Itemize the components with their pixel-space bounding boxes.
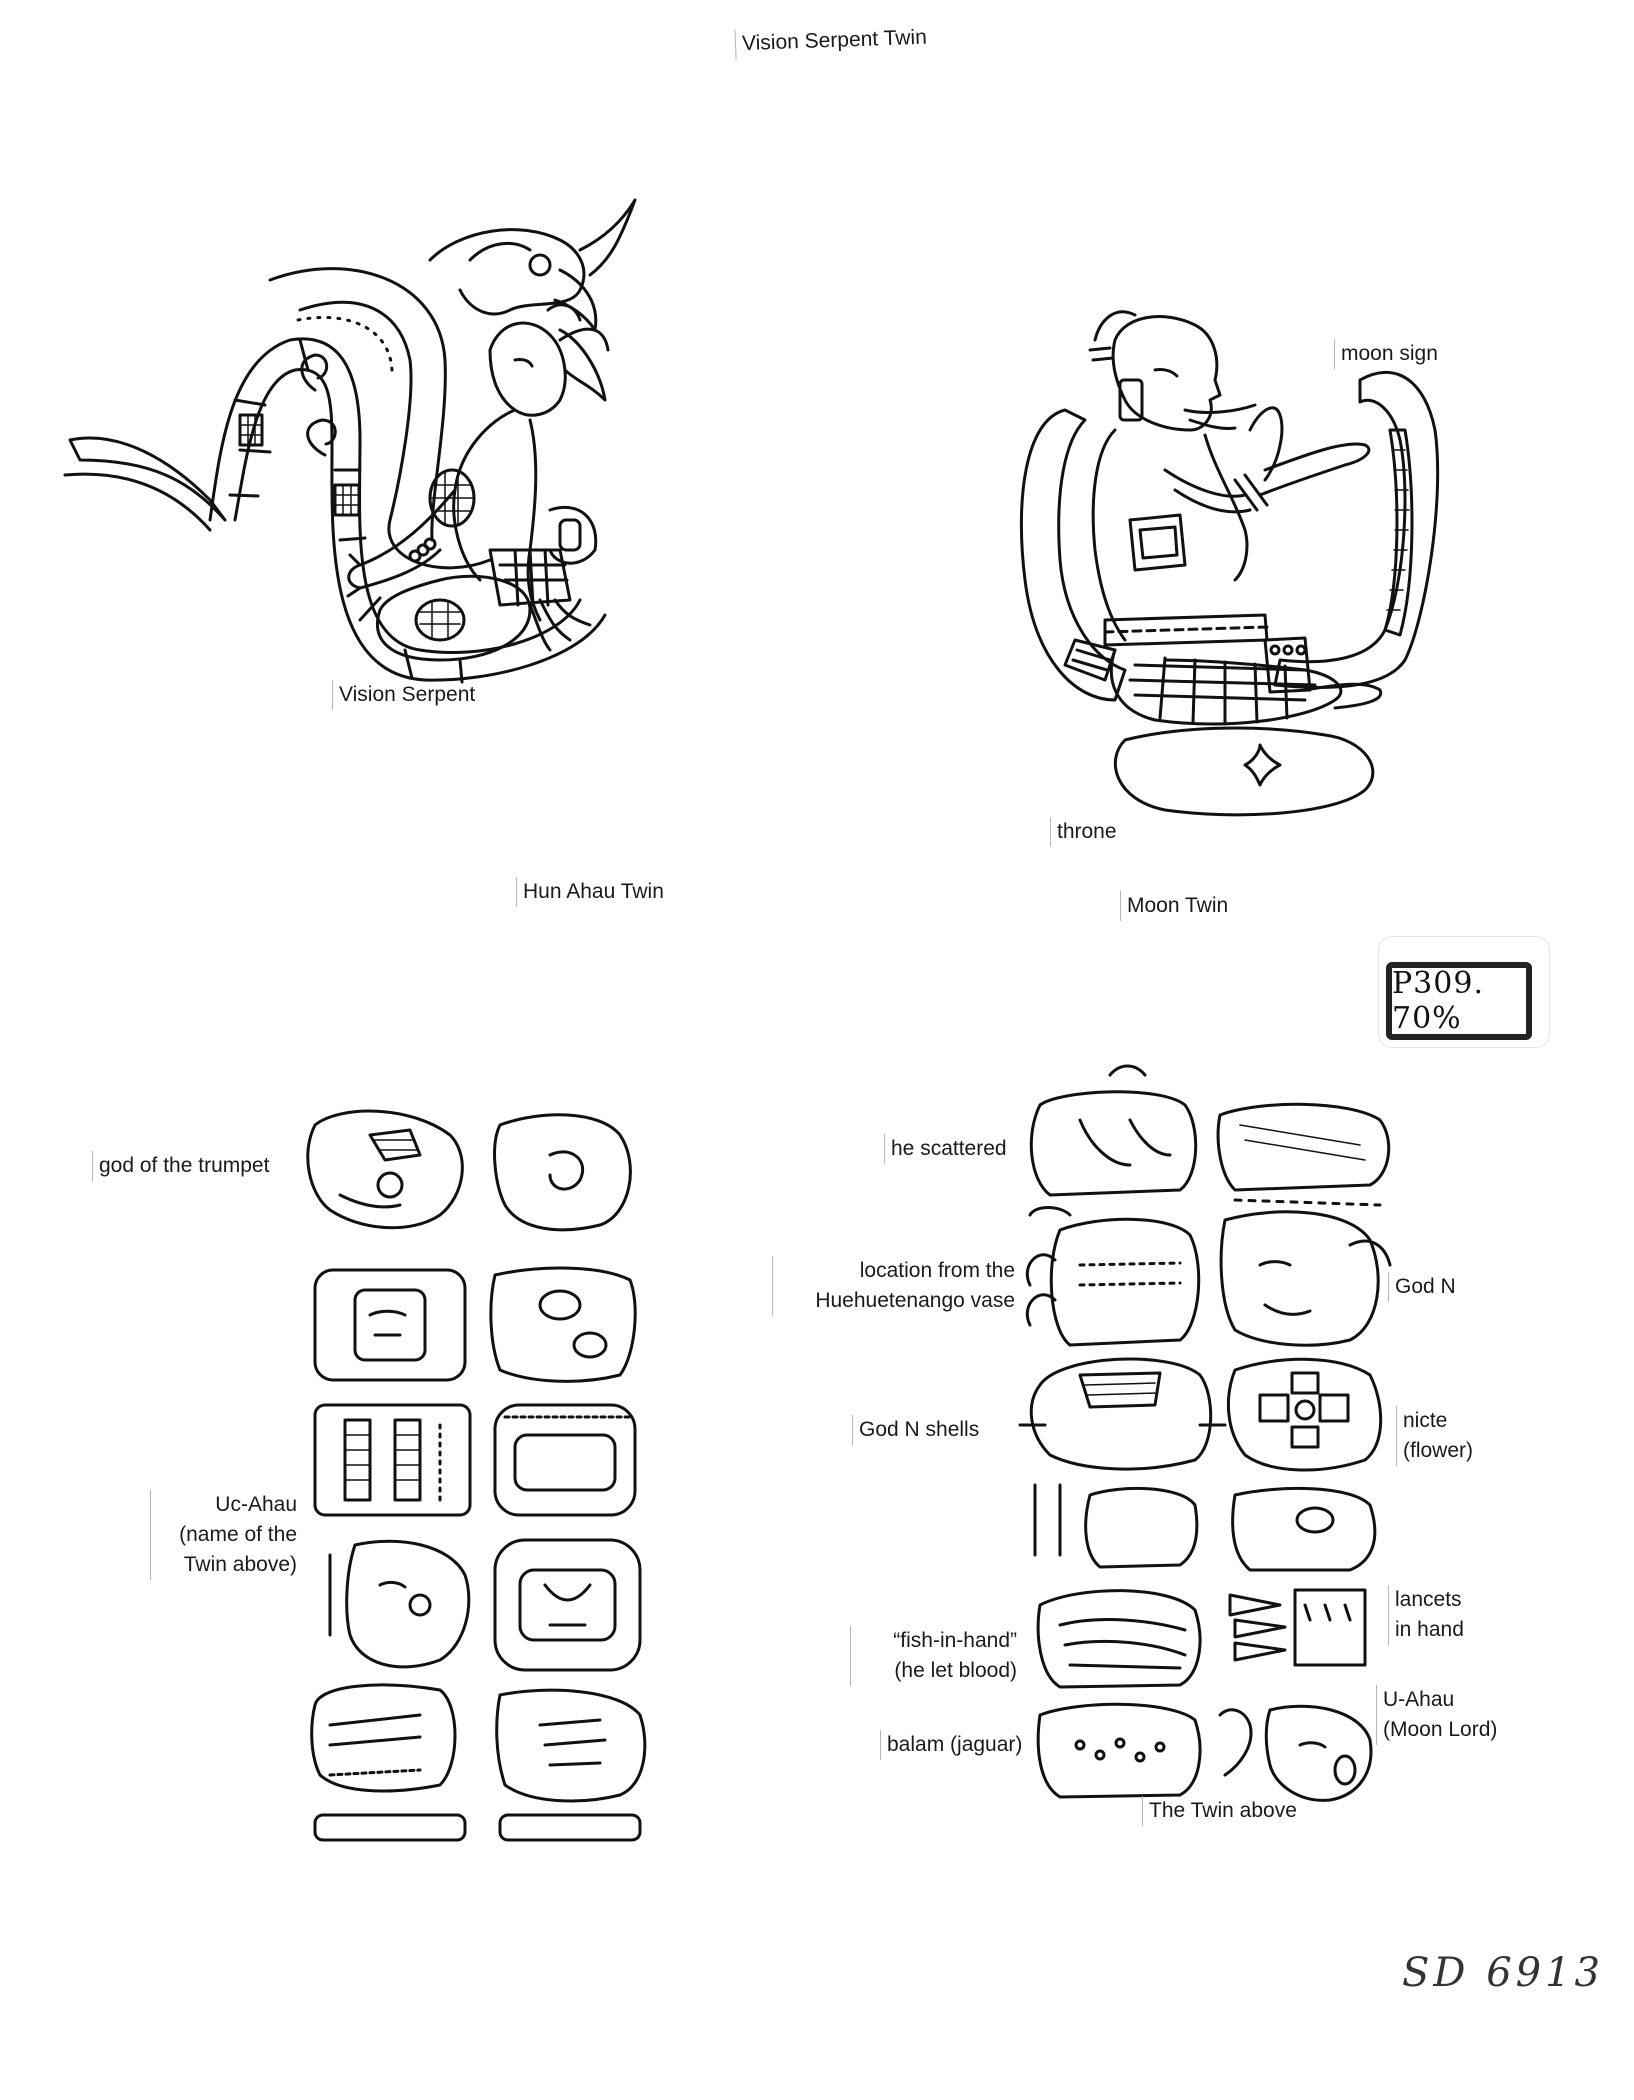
lancets-line-1: lancets	[1395, 1588, 1462, 1611]
label-god-n: God N	[1388, 1272, 1456, 1302]
label-fish-in-hand: “fish-in-hand” (he let blood)	[850, 1626, 1017, 1686]
moon-twin-drawing	[1005, 320, 1425, 860]
stamp-frame	[1378, 936, 1550, 1048]
left-glyph-block	[300, 1105, 680, 1845]
page-title: Vision Serpent Twin	[734, 22, 928, 60]
label-god-n-shells: God N shells	[852, 1415, 979, 1445]
nicte-line-2: (flower)	[1403, 1439, 1474, 1462]
u-ahau-line-1: U-Ahau	[1383, 1688, 1455, 1711]
label-balam: balam (jaguar)	[880, 1730, 1022, 1760]
uc-ahau-line-2: (name of the	[179, 1523, 297, 1546]
label-he-scattered: he scattered	[884, 1134, 1007, 1164]
lancets-line-2: in hand	[1395, 1618, 1464, 1641]
location-line-1: location from the	[859, 1259, 1015, 1282]
label-lancets: lancets in hand	[1388, 1585, 1464, 1645]
label-hun-ahau-twin: Hun Ahau Twin	[516, 877, 664, 907]
catalog-number: SD 6913	[1402, 1950, 1604, 1996]
label-twin-above: The Twin above	[1142, 1796, 1297, 1826]
label-u-ahau: U-Ahau (Moon Lord)	[1376, 1685, 1497, 1745]
label-location: location from the Huehuetenango vase	[772, 1256, 1015, 1316]
fish-in-hand-line-1: “fish-in-hand”	[893, 1629, 1017, 1652]
location-line-2: Huehuetenango vase	[815, 1289, 1015, 1312]
label-moon-sign: moon sign	[1334, 339, 1438, 369]
label-throne: throne	[1050, 817, 1117, 847]
fish-in-hand-line-2: (he let blood)	[894, 1659, 1017, 1682]
label-moon-twin: Moon Twin	[1120, 891, 1228, 921]
label-god-of-the-trumpet: god of the trumpet	[92, 1151, 269, 1181]
nicte-line-1: nicte	[1403, 1409, 1448, 1432]
label-vision-serpent: Vision Serpent	[332, 680, 475, 710]
u-ahau-line-2: (Moon Lord)	[1383, 1718, 1498, 1741]
scale-stamp: P309. 70%	[1386, 962, 1532, 1040]
label-nicte: nicte (flower)	[1396, 1406, 1473, 1466]
vision-serpent-twin-drawing	[60, 220, 820, 860]
label-uc-ahau: Uc-Ahau (name of the Twin above)	[150, 1490, 297, 1580]
right-glyph-block	[1020, 1065, 1420, 1805]
uc-ahau-line-1: Uc-Ahau	[215, 1493, 297, 1516]
uc-ahau-line-3: Twin above)	[183, 1553, 297, 1576]
